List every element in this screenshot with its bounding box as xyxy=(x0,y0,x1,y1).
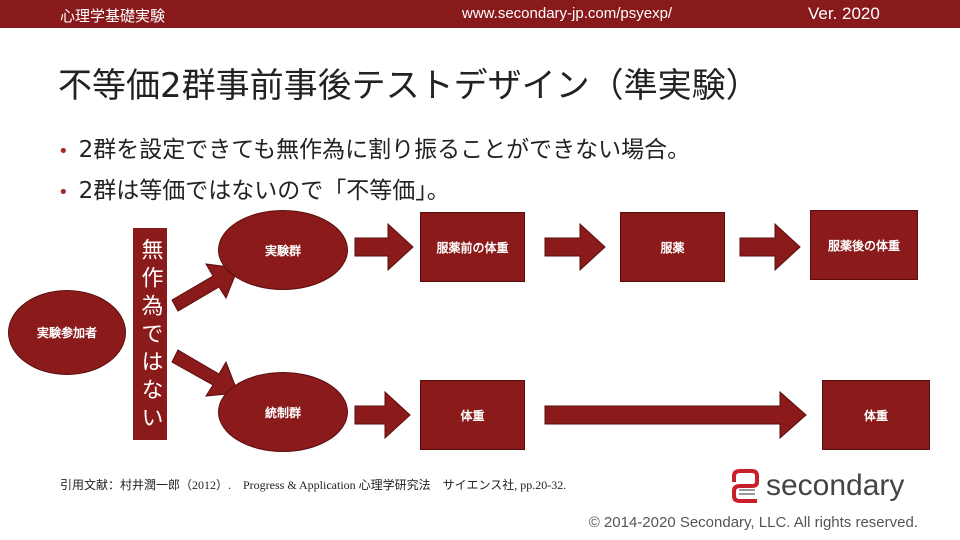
control-group-ellipse: 統制群 xyxy=(218,372,348,452)
course-name: 心理学基礎実験 xyxy=(60,8,166,25)
non-random-label: 無作為ではない xyxy=(133,228,167,440)
arrow-up-right xyxy=(171,263,239,312)
arrow-right xyxy=(739,222,801,272)
logo-mark-icon xyxy=(732,469,759,503)
site-url[interactable]: www.secondary-jp.com/psyexp/ xyxy=(462,5,673,22)
bullet-text: 2群を設定できても無作為に割り振ることができない場合。 xyxy=(78,137,691,163)
version-label: Ver. 2020 xyxy=(808,4,880,23)
bullet-item: • 2群は等価ではないので「不等価」。 xyxy=(58,171,450,205)
bullet-item: • 2群を設定できても無作為に割り振ることができない場合。 xyxy=(58,130,690,164)
participants-ellipse: 実験参加者 xyxy=(8,290,126,375)
secondary-logo: secondary xyxy=(730,468,904,504)
arrow-right xyxy=(354,390,411,440)
header-bar: 心理学基礎実験 www.secondary-jp.com/psyexp/ Ver… xyxy=(0,0,960,28)
control-post-weight-box: 体重 xyxy=(822,380,930,450)
copyright: © 2014-2020 Secondary, LLC. All rights r… xyxy=(588,514,918,531)
arrow-right xyxy=(544,222,606,272)
logo-text: secondary xyxy=(766,469,905,502)
bullet-dot-icon: • xyxy=(58,141,69,162)
medication-box: 服薬 xyxy=(620,212,725,282)
slide-title: 不等価2群事前事後テストデザイン（準実験） xyxy=(58,66,760,106)
bullet-text: 2群は等価ではないので「不等価」。 xyxy=(78,178,450,204)
pre-weight-box: 服薬前の体重 xyxy=(420,212,525,282)
post-weight-box: 服薬後の体重 xyxy=(810,210,918,280)
control-pre-weight-box: 体重 xyxy=(420,380,525,450)
arrow-down-right xyxy=(171,349,239,397)
bullet-dot-icon: • xyxy=(58,182,69,203)
arrow-right-long xyxy=(544,390,807,440)
arrow-right xyxy=(354,222,414,272)
citation: 引用文献：村井潤一郎（2012）. Progress & Application… xyxy=(60,478,567,492)
experimental-group-ellipse: 実験群 xyxy=(218,210,348,290)
